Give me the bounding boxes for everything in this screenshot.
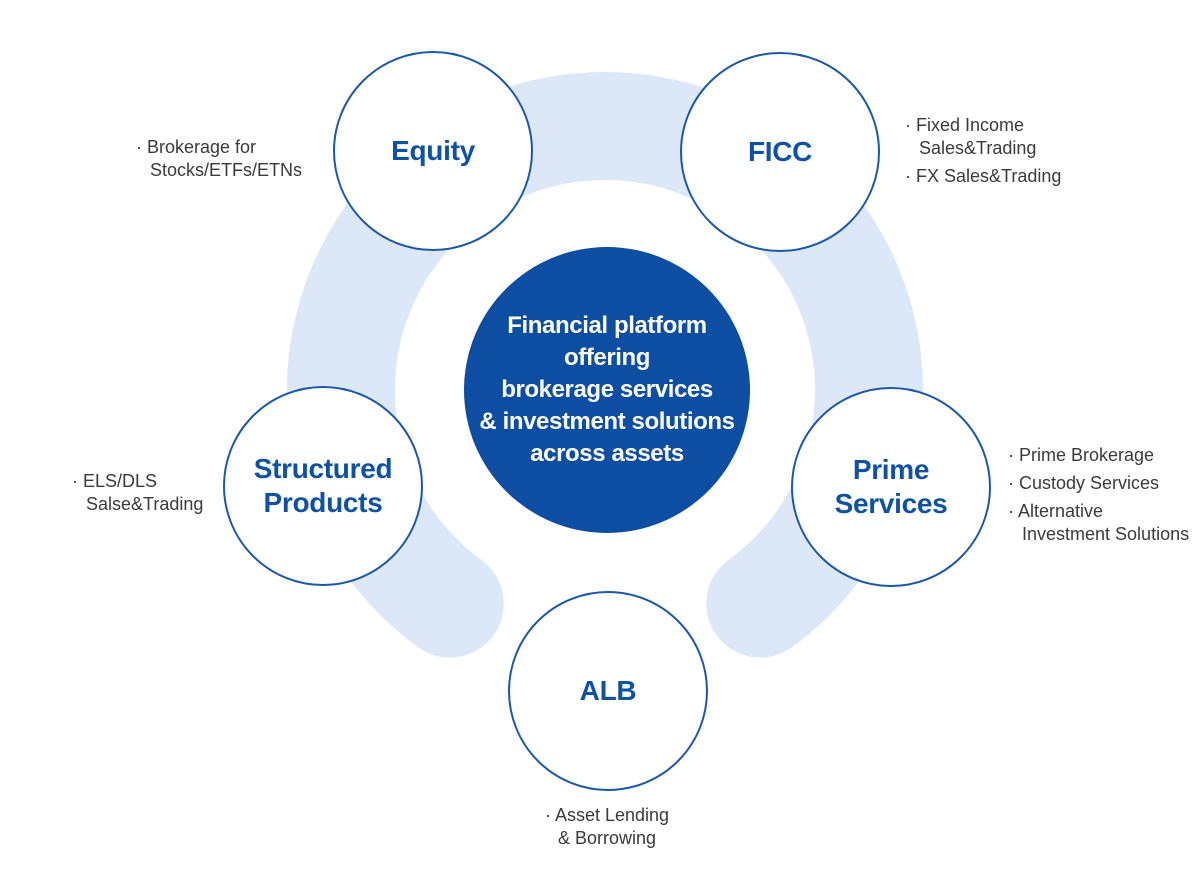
notes-ficc: · Fixed Income Sales&Trading · FX Sales&…: [905, 114, 1061, 193]
node-circle-alb: ALB: [508, 591, 708, 791]
note-item: · Fixed Income Sales&Trading: [905, 115, 1037, 158]
note-item: · Prime Brokerage: [1008, 445, 1155, 465]
node-circle-ficc: FICC: [680, 52, 880, 252]
notes-equity: · Brokerage for Stocks/ETFs/ETNs: [136, 136, 302, 187]
note-item: · Brokerage for Stocks/ETFs/ETNs: [136, 137, 303, 180]
note-item: · Custody Services: [1008, 473, 1160, 493]
note-item: · Asset Lending & Borrowing: [544, 805, 670, 848]
note-item: · FX Sales&Trading: [905, 166, 1062, 186]
node-circle-structured-products: Structured Products: [223, 386, 423, 586]
node-circle-equity: Equity: [333, 51, 533, 251]
note-item: · Alternative Investment Solutions: [1008, 501, 1190, 544]
notes-structured-products: · ELS/DLS Salse&Trading: [72, 470, 203, 521]
notes-alb: · Asset Lending & Borrowing: [457, 804, 757, 855]
node-label-structured-products: Structured Products: [253, 453, 393, 518]
node-label-ficc: FICC: [747, 136, 813, 167]
node-circle-prime-services: Prime Services: [791, 387, 991, 587]
center-circle: Financial platform offering brokerage se…: [464, 247, 750, 533]
notes-prime-services: · Prime Brokerage · Custody Services · A…: [1008, 444, 1189, 551]
node-label-equity: Equity: [391, 135, 475, 166]
note-item: · ELS/DLS Salse&Trading: [72, 471, 204, 514]
node-label-prime-services: Prime Services: [834, 454, 948, 519]
node-label-alb: ALB: [579, 675, 637, 706]
center-circle-label: Financial platform offering brokerage se…: [479, 312, 735, 467]
